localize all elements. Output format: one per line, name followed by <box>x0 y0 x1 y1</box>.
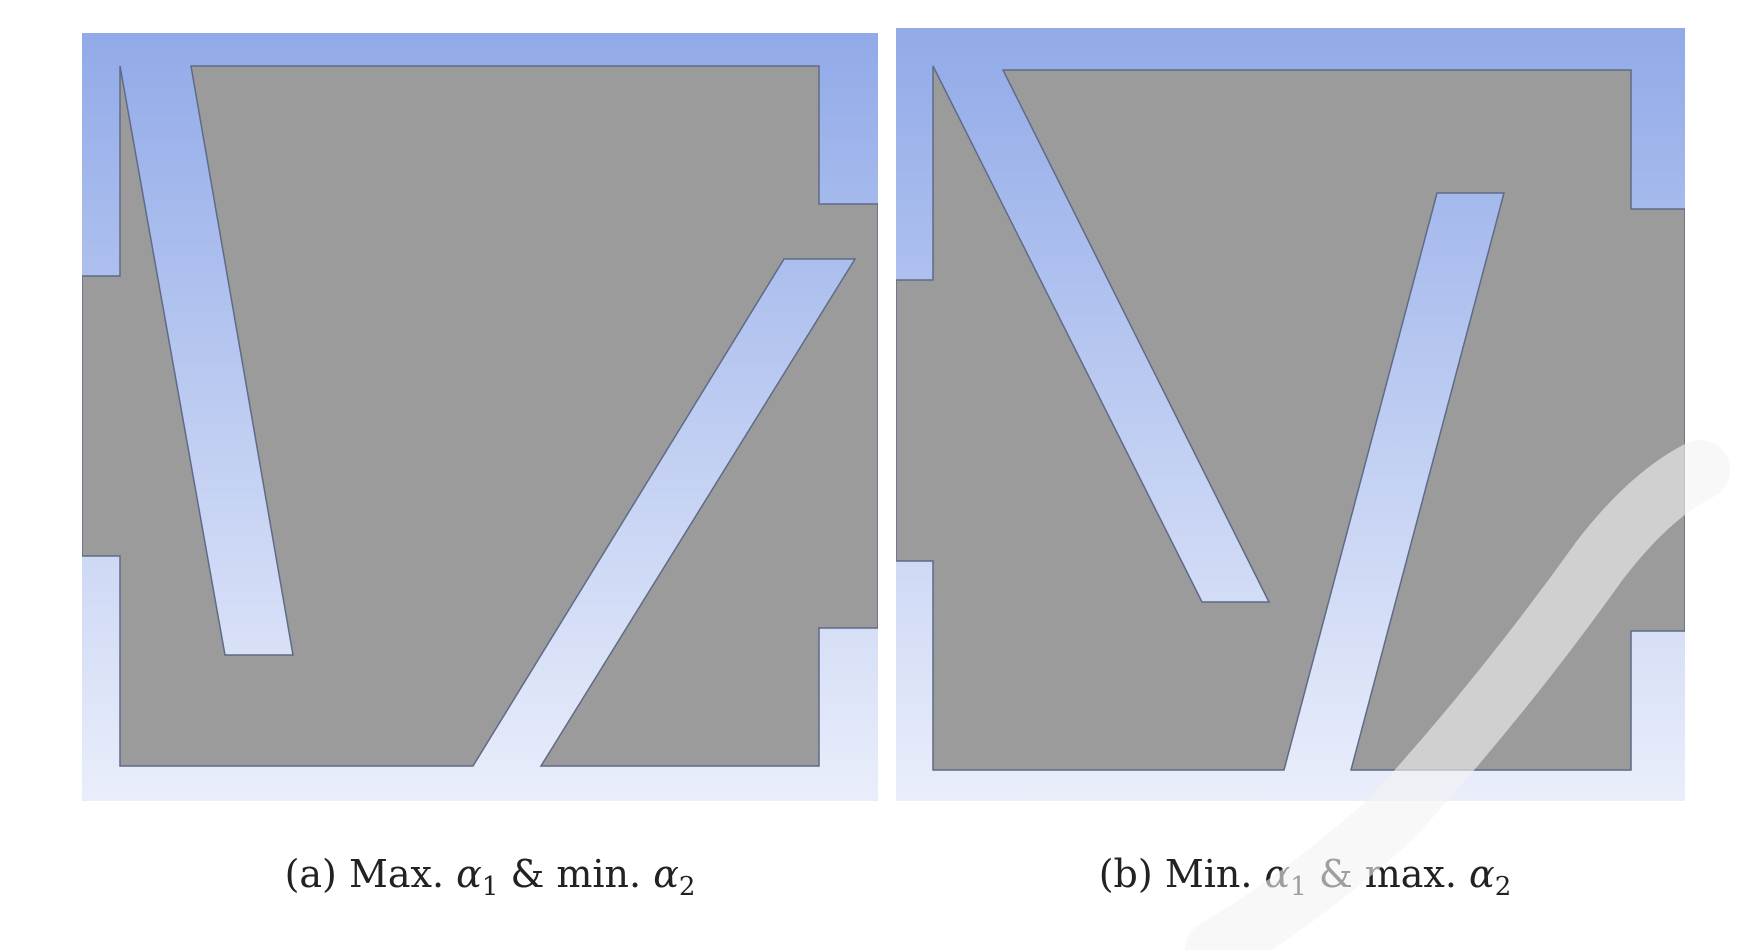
caption-b-tag: (b) <box>1098 852 1153 896</box>
caption-b-symbol1: α <box>1264 852 1291 896</box>
caption-b-middle: & max. <box>1318 852 1457 896</box>
panel-a-block <box>82 65 878 767</box>
caption-a-middle: & min. <box>510 852 642 896</box>
panel-b-diagram <box>896 28 1685 801</box>
panel-b-svg <box>896 28 1685 801</box>
caption-b-sub2: 2 <box>1494 872 1512 902</box>
caption-b-sub1: 1 <box>1290 872 1307 902</box>
panel-a-svg <box>82 33 878 801</box>
caption-a-symbol2: α <box>653 852 679 896</box>
caption-b-text-before: Min. <box>1164 852 1253 896</box>
caption-a-text-before: Max. <box>348 852 445 896</box>
caption-b: (b) Min. α1 & max. α2 <box>1085 852 1525 900</box>
caption-a-sub2: 2 <box>678 872 696 902</box>
panel-a-diagram <box>82 33 878 801</box>
caption-a: (a) Max. α1 & min. α2 <box>270 852 710 900</box>
caption-a-tag: (a) <box>284 852 337 896</box>
caption-a-sub1: 1 <box>481 872 499 902</box>
caption-b-symbol2: α <box>1469 852 1495 896</box>
caption-a-symbol1: α <box>456 852 482 896</box>
